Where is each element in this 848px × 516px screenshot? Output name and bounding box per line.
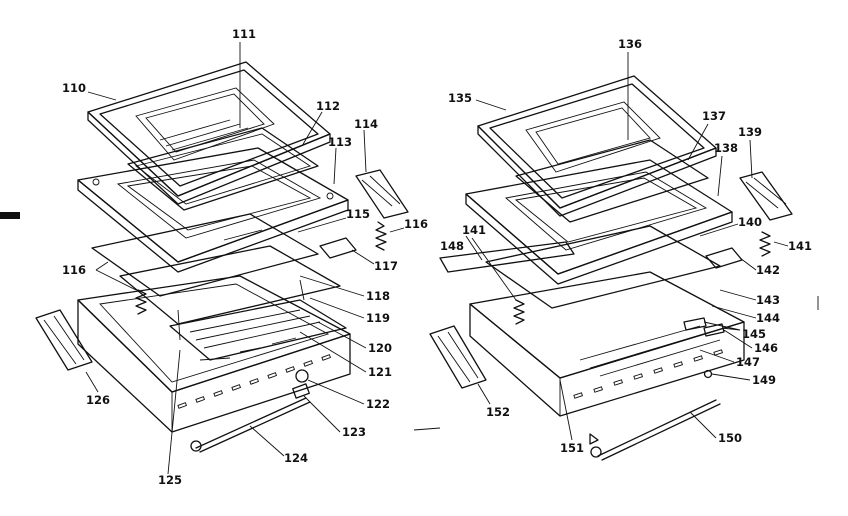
callout-118: 118 — [366, 289, 390, 303]
part-145-clip — [683, 317, 707, 331]
part-118-plate — [91, 213, 319, 297]
callout-141-right: 141 — [788, 239, 812, 253]
callout-147: 147 — [736, 355, 760, 369]
callout-116-right: 116 — [404, 217, 428, 231]
callout-152: 152 — [486, 405, 510, 419]
right-assembly — [429, 75, 793, 461]
stray-mark — [413, 427, 441, 431]
part-139-hinge — [739, 171, 793, 221]
part-126-hinge — [35, 309, 93, 371]
callout-119: 119 — [366, 311, 390, 325]
callout-117: 117 — [374, 259, 398, 273]
callout-110: 110 — [62, 81, 86, 95]
part-148-bracket — [439, 241, 575, 273]
callout-121: 121 — [368, 365, 392, 379]
callout-112: 112 — [316, 99, 340, 113]
callout-146: 146 — [754, 341, 778, 355]
callout-126: 126 — [86, 393, 110, 407]
callout-139: 139 — [738, 125, 762, 139]
part-122-knob — [295, 369, 309, 383]
part-120-element — [169, 299, 347, 361]
edge-mark — [0, 212, 20, 219]
callout-144: 144 — [756, 311, 780, 325]
callout-137: 137 — [702, 109, 726, 123]
callout-116-left: 116 — [62, 263, 86, 277]
part-137-gasket — [515, 139, 709, 223]
part-117-clip — [319, 237, 357, 259]
callout-115: 115 — [346, 207, 370, 221]
part-141-spring-right — [759, 231, 771, 257]
part-142-clip — [705, 247, 743, 269]
callout-145: 145 — [742, 327, 766, 341]
callout-142: 142 — [756, 263, 780, 277]
part-123-sleeve — [292, 383, 310, 399]
callout-123: 123 — [342, 425, 366, 439]
part-113-inner-panel — [77, 147, 349, 273]
callout-122: 122 — [366, 397, 390, 411]
callout-124: 124 — [284, 451, 308, 465]
callout-143: 143 — [756, 293, 780, 307]
callout-140: 140 — [738, 215, 762, 229]
callout-135: 135 — [448, 91, 472, 105]
part-114-hinge — [355, 169, 409, 219]
part-125-lower-box — [77, 275, 351, 433]
part-147-lower-box — [469, 271, 745, 417]
leader-lines — [85, 42, 789, 475]
callout-113: 113 — [328, 135, 352, 149]
part-146-clip — [703, 323, 725, 337]
part-150-rod — [589, 399, 721, 461]
callout-151: 151 — [560, 441, 584, 455]
callout-148: 148 — [440, 239, 464, 253]
part-152-hinge — [429, 325, 487, 389]
part-141-spring-left — [513, 299, 525, 325]
part-149-screw — [703, 369, 713, 379]
callout-149: 149 — [752, 373, 776, 387]
part-116-spring-left — [135, 289, 147, 315]
callout-114: 114 — [354, 117, 378, 131]
callout-136: 136 — [618, 37, 642, 51]
callout-138: 138 — [714, 141, 738, 155]
callout-111: 111 — [232, 27, 256, 41]
part-119-bracket — [119, 245, 341, 341]
part-138-inner-panel — [465, 159, 733, 285]
left-assembly — [35, 61, 409, 453]
part-112-gasket — [127, 127, 319, 211]
part-plate-right — [485, 225, 721, 309]
callout-labels: 110 111 112 113 114 115 116 116 117 118 … — [62, 27, 812, 487]
part-124-rod — [190, 397, 311, 453]
callout-150: 150 — [718, 431, 742, 445]
callout-125: 125 — [158, 473, 182, 487]
part-135-top-frame — [477, 75, 717, 217]
callout-141-left: 141 — [462, 223, 486, 237]
callout-120: 120 — [368, 341, 392, 355]
part-116-spring-right — [375, 221, 387, 251]
